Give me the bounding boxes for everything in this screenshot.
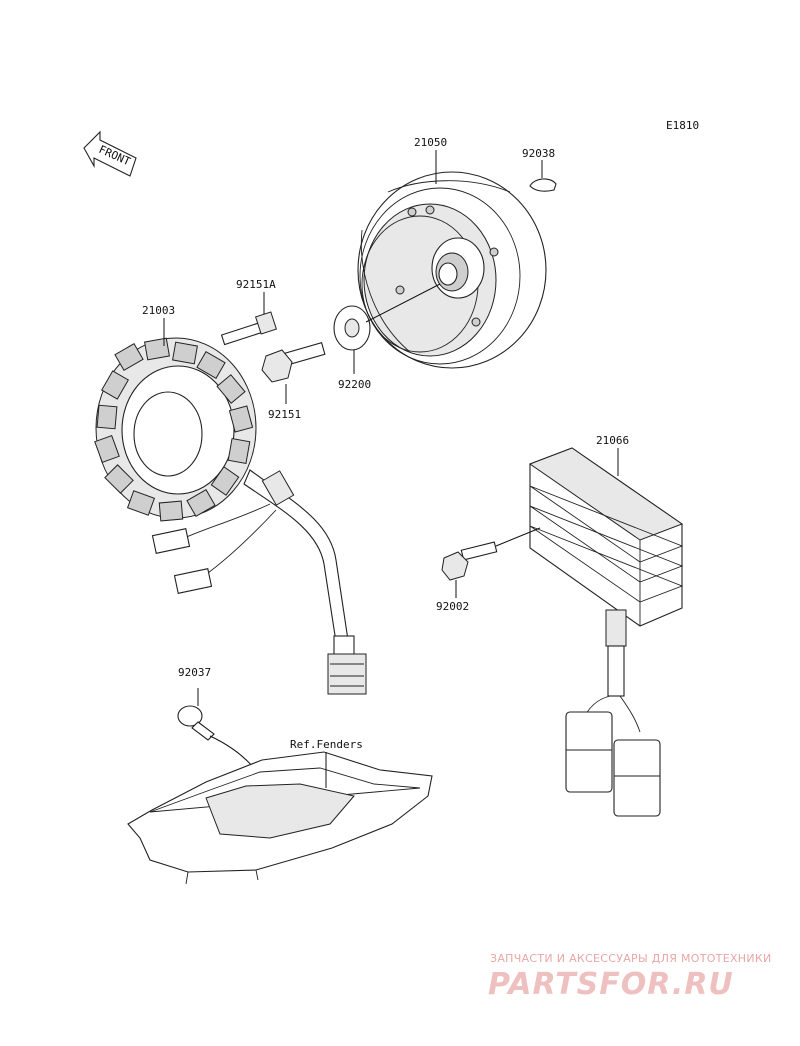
regulator-rectifier bbox=[528, 447, 684, 817]
woodruff-key bbox=[529, 178, 557, 192]
watermark-logo: PARTSFOR.RU bbox=[488, 967, 734, 1002]
watermark-tagline: ЗАПЧАСТИ И АКСЕССУАРЫ ДЛЯ МОТОТЕХНИКИ bbox=[490, 952, 772, 965]
callout-92151A: 92151A bbox=[236, 278, 276, 291]
callout-21003: 21003 bbox=[142, 304, 175, 317]
callout-92200: 92200 bbox=[338, 378, 371, 391]
rear-fender bbox=[127, 751, 433, 885]
bolt-92002 bbox=[441, 541, 498, 581]
flywheel bbox=[357, 171, 547, 369]
callout-ref-fenders: Ref.Fenders bbox=[290, 738, 363, 751]
cable-clamp bbox=[177, 705, 215, 741]
callout-21066: 21066 bbox=[596, 434, 629, 447]
callout-92002: 92002 bbox=[436, 600, 469, 613]
callout-92151: 92151 bbox=[268, 408, 301, 421]
bolt-92151a bbox=[220, 311, 278, 346]
washer bbox=[333, 305, 371, 351]
callout-92037: 92037 bbox=[178, 666, 211, 679]
callout-92038: 92038 bbox=[522, 147, 555, 160]
stator bbox=[94, 337, 367, 695]
front-arrow-icon: FRONT bbox=[83, 130, 137, 177]
callout-21050: 21050 bbox=[414, 136, 447, 149]
bolt-92151 bbox=[261, 342, 326, 383]
diagram-code: E1810 bbox=[666, 119, 699, 132]
